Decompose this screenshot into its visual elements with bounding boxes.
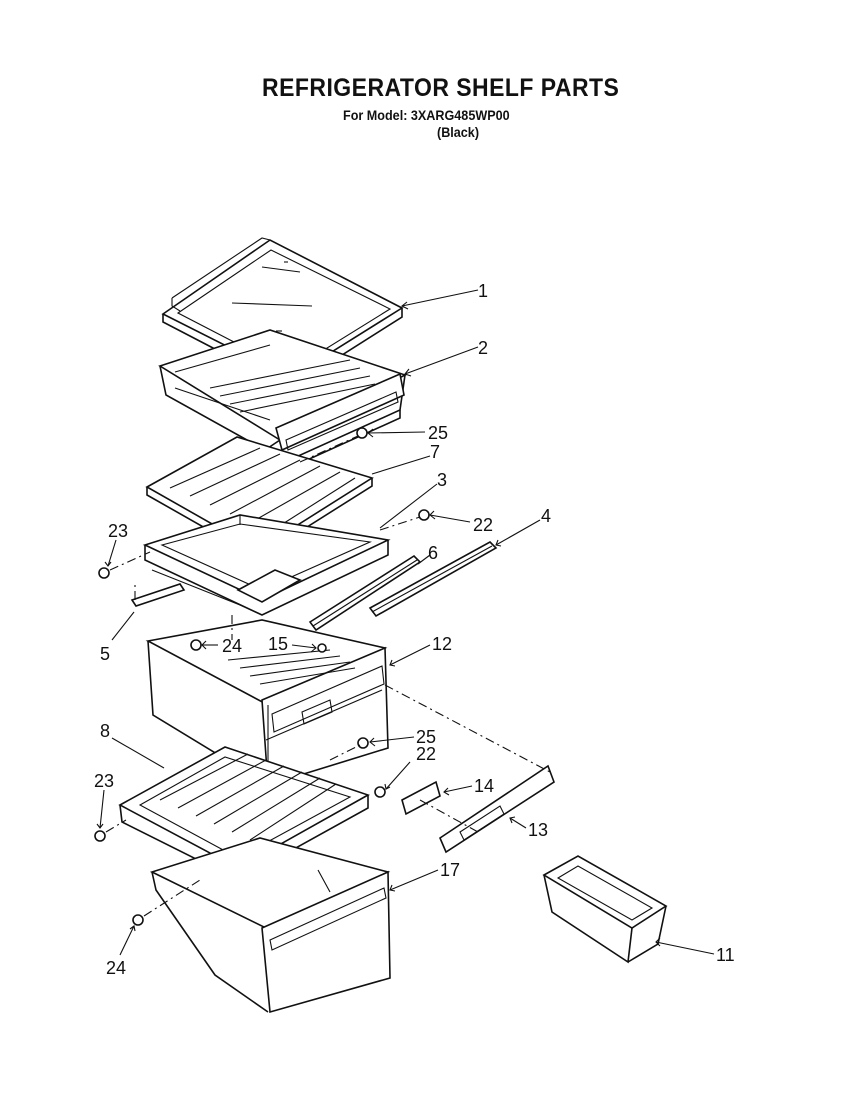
callout-24-upper: 24 — [222, 636, 242, 656]
control-plate-part-13 — [439, 764, 555, 854]
callout-12: 12 — [432, 634, 452, 654]
callout-13: 13 — [528, 820, 548, 840]
callout-23-lower: 23 — [94, 771, 114, 791]
callout-17: 17 — [440, 860, 460, 880]
bearing-22-lower — [374, 786, 386, 798]
roller-25-upper — [356, 427, 368, 439]
callout-22-upper: 22 — [473, 515, 493, 535]
bearing-22-upper — [418, 509, 430, 521]
callout-25-lower: 25 — [416, 727, 436, 747]
callout-7: 7 — [430, 442, 440, 462]
stop-24-upper — [190, 639, 202, 651]
callout-22-lower: 22 — [416, 744, 436, 764]
callout-6: 6 — [428, 543, 438, 563]
stop-24-lower — [132, 914, 144, 926]
callout-15: 15 — [268, 634, 288, 654]
leader-lines — [96, 289, 715, 956]
callout-3: 3 — [437, 470, 447, 490]
model-color: (Black) — [437, 124, 480, 140]
callout-24-lower: 24 — [106, 958, 126, 978]
bearing-23-upper — [98, 567, 110, 579]
callout-1: 1 — [478, 281, 488, 301]
callout-labels: 1 2 25 7 3 22 4 6 23 5 24 15 12 8 25 22 … — [94, 281, 735, 978]
shelf-frame-part-3 — [142, 514, 391, 616]
callout-14: 14 — [474, 776, 494, 796]
callout-23-upper: 23 — [108, 521, 128, 541]
alignment-lines — [105, 435, 551, 917]
hardware — [94, 427, 430, 926]
model-number: For Model: 3XARG485WP00 — [343, 107, 510, 123]
callout-4: 4 — [541, 506, 551, 526]
dairy-bin-part-11 — [542, 855, 668, 964]
slide-control-part-14 — [401, 780, 441, 816]
callout-11: 11 — [716, 945, 735, 965]
callout-2: 2 — [478, 338, 488, 358]
bearing-23-lower — [94, 830, 106, 842]
screw-15 — [317, 643, 327, 653]
diagram-title: REFRIGERATOR SHELF PARTS — [262, 74, 620, 102]
callout-8: 8 — [100, 721, 110, 741]
upper-pan-part-2 — [158, 329, 408, 472]
crisper-drawer-part-12 — [145, 619, 389, 787]
left-rail-part-5 — [130, 583, 186, 607]
roller-25-lower — [357, 737, 369, 749]
meat-pan-part-17 — [149, 837, 391, 1014]
callout-25-upper: 25 — [428, 423, 448, 443]
callout-5: 5 — [100, 644, 110, 664]
right-rail-part-4 — [368, 541, 498, 618]
